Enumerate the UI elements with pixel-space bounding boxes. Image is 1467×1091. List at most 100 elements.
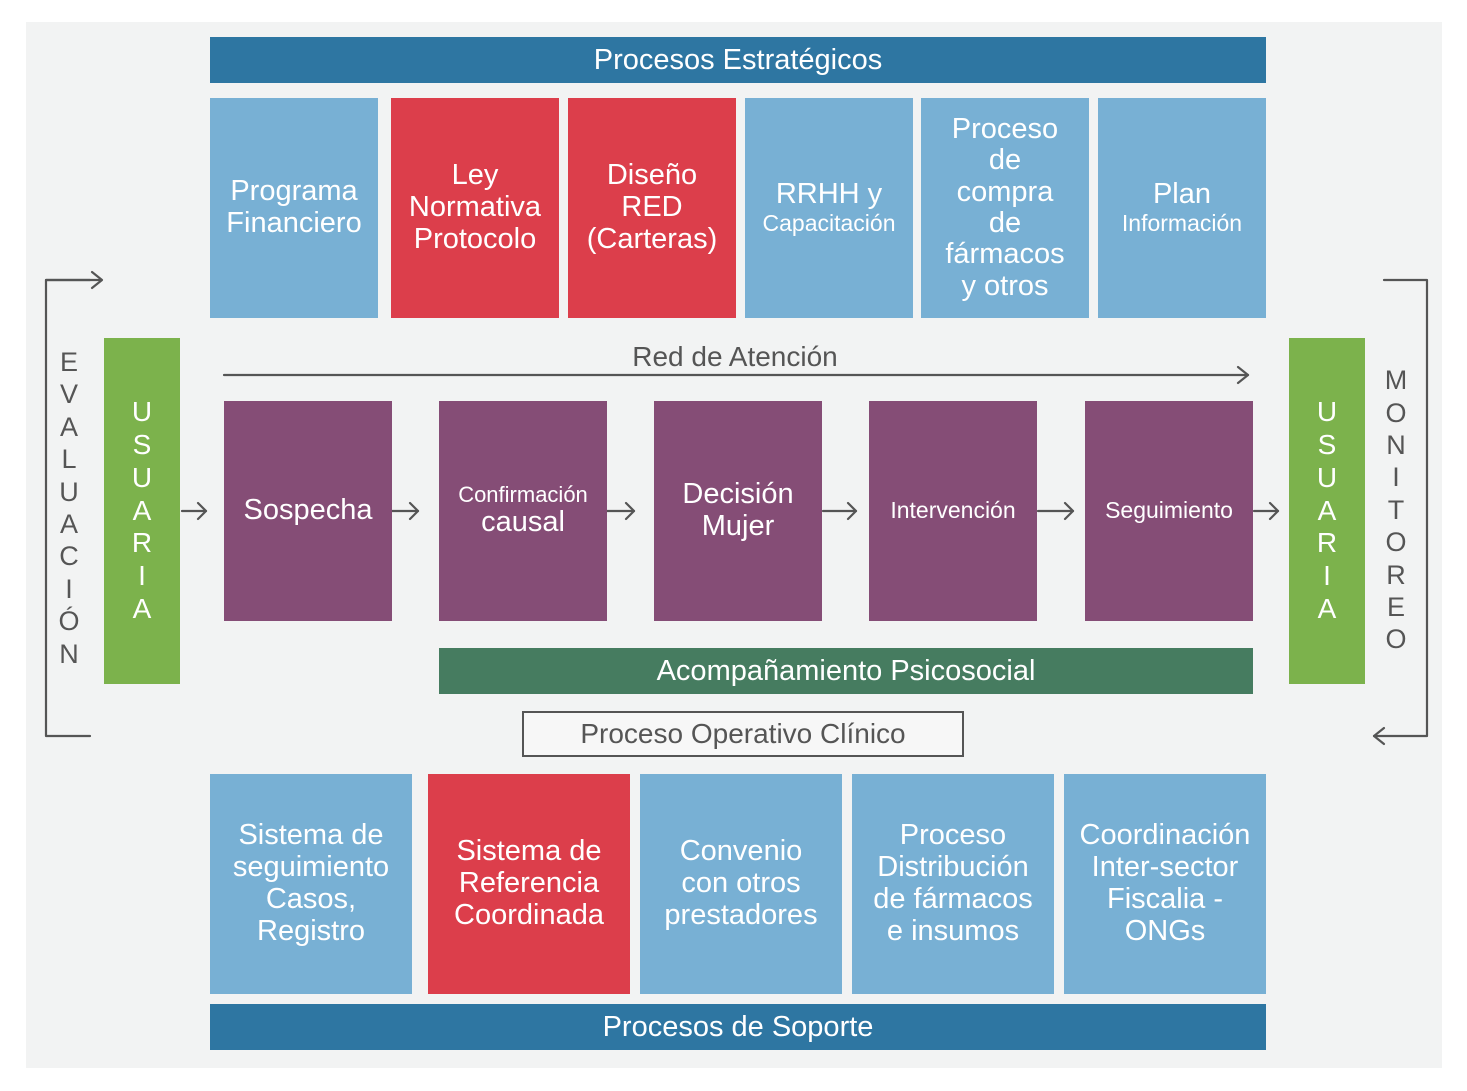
letter: O xyxy=(1385,527,1407,558)
letter: R xyxy=(131,527,153,559)
box-line: Proceso xyxy=(899,819,1007,852)
letter: Ó xyxy=(58,606,80,637)
process-step-confirmacion-causal: Confirmación causal xyxy=(439,401,607,621)
usuaria-right-box: U S U A R I A xyxy=(1289,338,1365,684)
box-line: Sistema de xyxy=(456,835,602,868)
support-box-sistema-seguimiento: Sistema de seguimiento Casos, Registro xyxy=(210,774,412,994)
strategic-processes-title: Procesos Estratégicos xyxy=(593,43,883,76)
strategic-box-proceso-compra: Proceso de compra de fármacos y otros xyxy=(921,98,1089,318)
box-subline: Capacitación xyxy=(762,210,896,237)
strategic-processes-band: Procesos Estratégicos xyxy=(210,37,1266,83)
acompanamiento-psicosocial-band: Acompañamiento Psicosocial xyxy=(439,648,1253,694)
strategic-box-programa-financiero: Programa Financiero xyxy=(210,98,378,318)
monitoreo-vertical-label: M O N I T O R E O xyxy=(1376,362,1416,658)
box-line: de xyxy=(988,144,1022,177)
red-atencion-label: Red de Atención xyxy=(632,341,838,372)
box-line: Protocolo xyxy=(413,222,537,255)
letter: U xyxy=(131,396,153,428)
letter: L xyxy=(61,444,77,475)
box-line: compra xyxy=(956,175,1054,208)
box-line: Fiscalia - xyxy=(1106,883,1223,915)
box-line: con otros xyxy=(681,867,801,900)
box-line: Coordinada xyxy=(454,898,604,931)
letter: U xyxy=(1316,396,1338,428)
box-line: Decisión xyxy=(682,478,794,511)
letter: S xyxy=(132,429,152,461)
box-line: e insumos xyxy=(886,914,1020,947)
box-line: y otros xyxy=(961,269,1049,302)
letter: V xyxy=(59,379,78,410)
box-line: Sospecha xyxy=(243,494,373,527)
proceso-operativo-clinico-label: Proceso Operativo Clínico xyxy=(522,711,964,757)
letter: I xyxy=(138,560,146,592)
letter: I xyxy=(1323,560,1331,592)
letter: R xyxy=(1316,527,1338,559)
box-line: Sistema de xyxy=(238,819,384,852)
letter: E xyxy=(59,347,78,378)
box-line: de xyxy=(988,207,1022,239)
letter: I xyxy=(1392,462,1400,493)
letter: C xyxy=(59,541,79,572)
box-subline: Intervención xyxy=(890,497,1016,524)
acompanamiento-label: Acompañamiento Psicosocial xyxy=(656,654,1036,687)
box-line: ONGs xyxy=(1124,914,1206,947)
box-line: seguimiento xyxy=(232,851,390,884)
box-line: Referencia xyxy=(458,867,600,900)
letter: A xyxy=(1317,494,1337,526)
box-line: prestadores xyxy=(664,898,818,931)
right-bracket xyxy=(1372,278,1429,738)
box-line: Plan xyxy=(1152,178,1212,211)
letter: M xyxy=(1384,365,1408,396)
box-line: Distribución xyxy=(877,851,1029,884)
strategic-box-plan-informacion: Plan Información xyxy=(1098,98,1266,318)
box-line: Mujer xyxy=(701,510,775,542)
letter: U xyxy=(59,476,79,507)
right-bracket-arrow-head xyxy=(1372,726,1386,746)
process-step-intervencion: Intervención xyxy=(869,401,1037,621)
letter: U xyxy=(1316,461,1338,493)
process-step-sospecha: Sospecha xyxy=(224,401,392,621)
letter: S xyxy=(1317,429,1337,461)
letter: O xyxy=(1385,397,1407,428)
letter: A xyxy=(132,592,152,624)
process-step-seguimiento: Seguimiento xyxy=(1085,401,1253,621)
box-line: fármacos xyxy=(945,238,1065,271)
evaluacion-vertical-label: E V A L U A C I Ó N xyxy=(50,347,88,669)
letter: N xyxy=(59,638,79,669)
support-box-coordinacion: Coordinación Inter-sector Fiscalia - ONG… xyxy=(1064,774,1266,994)
box-line: (Carteras) xyxy=(586,222,718,255)
support-box-sistema-referencia: Sistema de Referencia Coordinada xyxy=(428,774,630,994)
letter: A xyxy=(59,411,78,442)
box-line: Inter-sector xyxy=(1091,851,1239,884)
letter: R xyxy=(1386,559,1406,590)
letter: A xyxy=(1317,592,1337,624)
support-box-proceso-distribucion: Proceso Distribución de fármacos e insum… xyxy=(852,774,1054,994)
letter: O xyxy=(1385,624,1407,655)
box-line: Ley xyxy=(451,159,499,192)
box-subline: Información xyxy=(1121,210,1243,237)
red-atencion-arrow-head xyxy=(1236,365,1250,385)
box-line: RED xyxy=(621,191,683,224)
box-subline: Seguimiento xyxy=(1105,497,1233,524)
letter: E xyxy=(1386,591,1405,622)
usuaria-left-box: U S U A R I A xyxy=(104,338,180,684)
strategic-box-rrhh: RRHH y Capacitación xyxy=(745,98,913,318)
box-line: Diseño xyxy=(606,159,698,192)
box-line: Programa xyxy=(230,175,358,208)
box-line: Registro xyxy=(257,914,365,947)
box-line: Normativa xyxy=(408,191,542,224)
letter: A xyxy=(132,494,152,526)
box-line: Coordinación xyxy=(1079,819,1251,852)
box-line: Proceso xyxy=(951,113,1059,146)
box-subline: Confirmación xyxy=(458,481,588,507)
box-line: de fármacos xyxy=(873,883,1033,915)
letter: T xyxy=(1387,494,1405,525)
box-line: Casos, xyxy=(265,883,357,915)
letter: U xyxy=(131,461,153,493)
box-line: causal xyxy=(481,506,565,539)
proceso-operativo-text: Proceso Operativo Clínico xyxy=(580,718,906,749)
box-line: Convenio xyxy=(679,835,803,868)
strategic-box-diseno-red: Diseño RED (Carteras) xyxy=(568,98,736,318)
process-step-decision-mujer: Decisión Mujer xyxy=(654,401,822,621)
